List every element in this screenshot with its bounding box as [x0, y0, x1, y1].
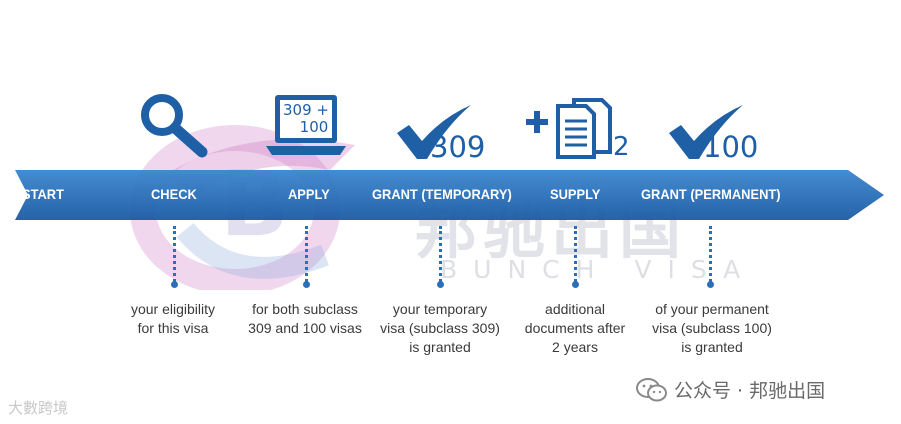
connector-dot-check [171, 281, 178, 288]
description-line: is granted [681, 339, 743, 355]
connector-supply [574, 226, 577, 282]
step-label-check: CHECK [151, 186, 197, 202]
description-line: of your permanent [655, 301, 769, 317]
laptop-icon: 309 + 100 [266, 95, 346, 155]
check-100-icon-number: 100 [703, 130, 758, 161]
connector-grant-temporary [439, 226, 442, 282]
check-309-icon: 309 [397, 105, 485, 161]
description-line: visa (subclass 309) [380, 320, 500, 336]
description-line: your temporary [392, 301, 488, 317]
step-label-supply: SUPPLY [550, 186, 601, 202]
connector-check [173, 226, 176, 282]
description-line: visa (subclass 100) [652, 320, 772, 336]
connector-dot-grant-permanent [707, 281, 714, 288]
laptop-icon-text-line2: 100 [300, 118, 329, 136]
magnifier-icon [141, 94, 208, 158]
timeline-arrow [15, 170, 884, 220]
footer-left-watermark: 大數跨境 [8, 397, 68, 418]
connector-apply [305, 226, 308, 282]
description-check: your eligibility for this visa [113, 300, 233, 338]
connector-grant-permanent [709, 226, 712, 282]
wechat-icon [636, 377, 667, 401]
description-line: documents after [524, 320, 626, 336]
add-documents-icon: 2 [526, 98, 630, 160]
description-line: is granted [409, 339, 471, 355]
description-grant-temporary: your temporary visa (subclass 309) is gr… [370, 300, 510, 357]
watermark-english: BUNCH VISA [440, 255, 757, 284]
check-100-icon: 100 [669, 105, 758, 161]
add-documents-icon-number: 2 [613, 132, 630, 160]
description-supply: additional documents after 2 years [512, 300, 638, 357]
footer-right-watermark: 公众号 · 邦驰出国 [636, 376, 825, 403]
footer-right-text: 公众号 · 邦驰出国 [674, 380, 826, 402]
step-label-grant-temporary: GRANT (TEMPORARY) [372, 186, 512, 202]
step-label-grant-permanent: GRANT (PERMANENT) [641, 186, 781, 202]
description-grant-permanent: of your permanent visa (subclass 100) is… [644, 300, 780, 357]
description-line: for this visa [137, 320, 209, 336]
laptop-icon-text-line1: 309 + [283, 101, 329, 119]
description-line: for both subclass [252, 301, 358, 317]
step-label-apply: APPLY [288, 186, 330, 202]
description-apply: for both subclass 309 and 100 visas [240, 300, 370, 338]
start-label: START [22, 186, 64, 202]
description-line: your eligibility [130, 301, 216, 317]
description-line: additional [545, 301, 605, 317]
description-line: 309 and 100 visas [248, 320, 362, 336]
footer-left-text: 大數跨境 [8, 399, 69, 417]
connector-dot-apply [303, 281, 310, 288]
description-line: 2 years [552, 339, 598, 355]
check-309-icon-number: 309 [430, 130, 485, 161]
connector-dot-grant-temporary [437, 281, 444, 288]
connector-dot-supply [572, 281, 579, 288]
